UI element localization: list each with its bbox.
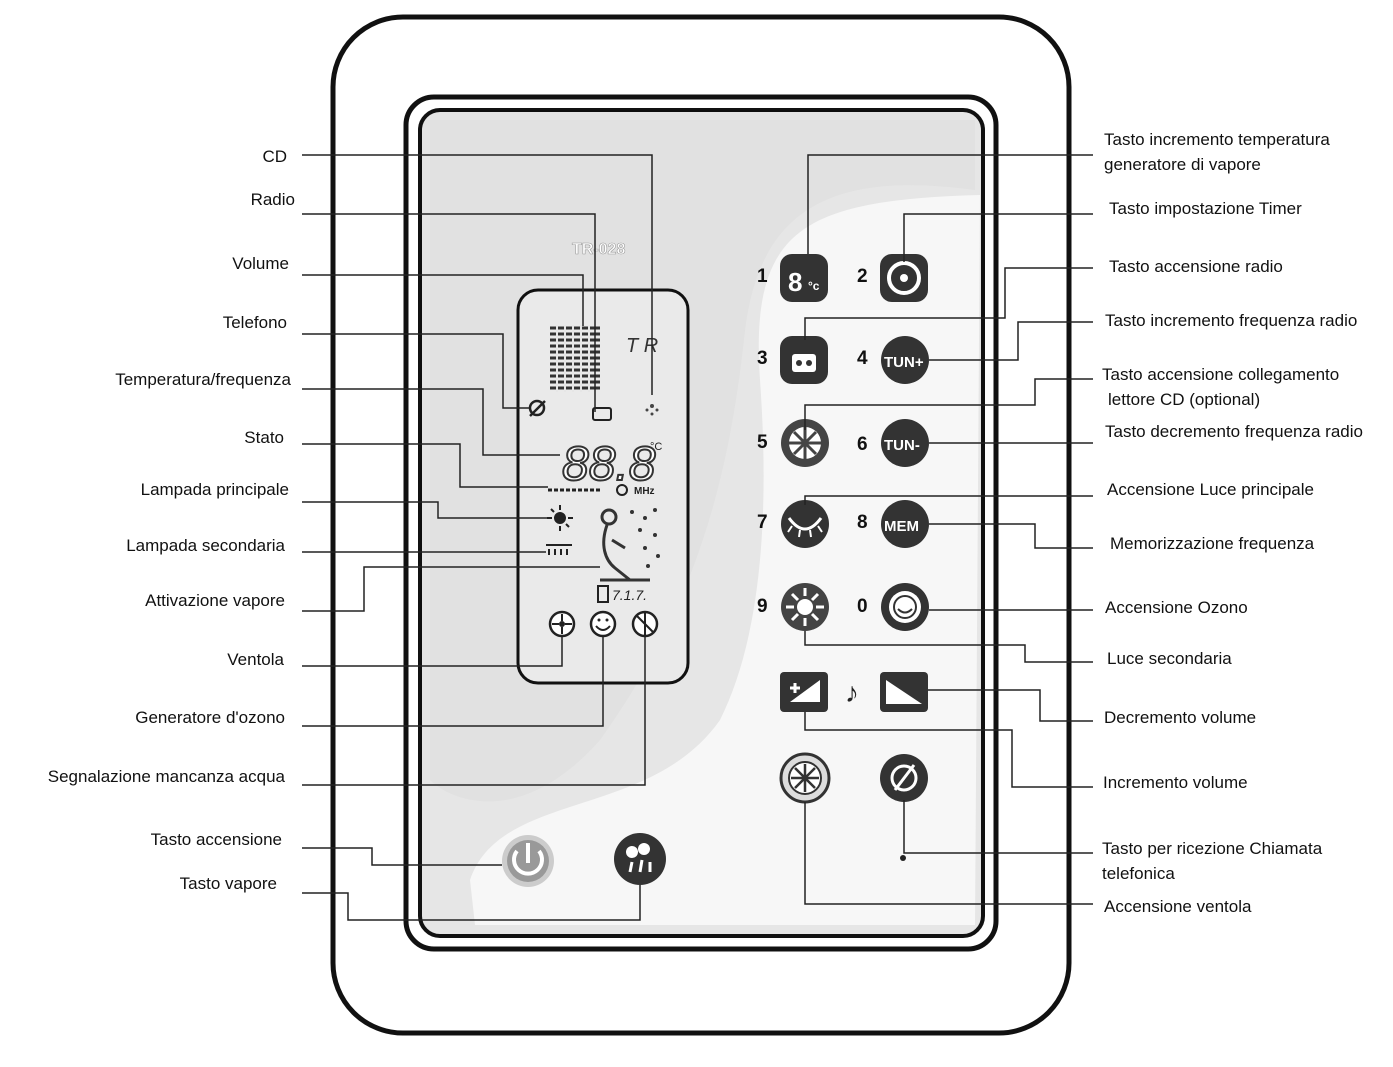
- radio-on-button[interactable]: [780, 336, 828, 384]
- main-lamp-lcd-icon: [547, 505, 573, 531]
- key-number-8: 8: [857, 512, 868, 533]
- label-volume: Volume: [232, 254, 289, 273]
- key-number-9: 9: [757, 596, 768, 617]
- cd-button[interactable]: [781, 419, 829, 467]
- label-memorizzazione: Memorizzazione frequenza: [1110, 534, 1315, 553]
- svg-text:TUN+: TUN+: [884, 354, 924, 371]
- label-timer: Tasto impostazione Timer: [1109, 199, 1302, 218]
- svg-text:TUN-: TUN-: [884, 437, 920, 454]
- water-lcd-icon: 7.1.7.: [597, 585, 647, 603]
- label-phone-line1: Tasto per ricezione Chiamata: [1102, 839, 1323, 858]
- ozone-button[interactable]: [881, 583, 929, 631]
- timer-button[interactable]: [880, 254, 928, 302]
- label-stato: Stato: [244, 428, 284, 447]
- power-button[interactable]: [502, 835, 554, 887]
- music-note-icon: ♪: [845, 677, 859, 708]
- label-ventola-on: Accensione ventola: [1104, 897, 1252, 916]
- freq-down-button[interactable]: TUN-: [881, 419, 929, 467]
- volume-down-button[interactable]: [880, 672, 928, 712]
- steam-dots: [630, 508, 660, 568]
- label-cd: CD: [262, 147, 287, 166]
- label-generatore-ozono: Generatore d'ozono: [135, 708, 285, 727]
- label-luce-principale: Accensione Luce principale: [1107, 480, 1314, 499]
- model-text: TR-028: [572, 241, 625, 258]
- fan-lcd-icon: [548, 610, 576, 638]
- memory-button[interactable]: MEM: [881, 500, 929, 548]
- left-leader-lines: [302, 154, 653, 921]
- main-light-button[interactable]: [781, 500, 829, 548]
- label-freq-down: Tasto decremento frequenza radio: [1105, 422, 1363, 441]
- key-number-7: 7: [757, 512, 768, 533]
- label-cd-line1: Tasto accensione collegamento: [1102, 365, 1340, 384]
- key-number-5: 5: [757, 432, 768, 453]
- secondary-lamp-lcd-icon: [546, 544, 572, 555]
- steam-button[interactable]: [614, 833, 666, 885]
- lcd-digits: 88.8: [562, 438, 656, 491]
- svg-text:7.1.7.: 7.1.7.: [612, 587, 647, 603]
- phone-button[interactable]: [880, 754, 928, 802]
- label-radio: Radio: [250, 190, 295, 209]
- secondary-light-button[interactable]: [781, 583, 829, 631]
- label-segnalazione-acqua: Segnalazione mancanza acqua: [47, 767, 285, 786]
- bather-icon: [600, 508, 650, 582]
- label-telefono: Telefono: [222, 313, 287, 332]
- temp-up-button[interactable]: 8 °c: [780, 254, 828, 302]
- volume-up-button[interactable]: [780, 672, 828, 712]
- radio-lcd-icon: [592, 407, 612, 421]
- key-number-4: 4: [857, 348, 868, 369]
- label-lampada-secondaria: Lampada secondaria: [126, 536, 285, 555]
- svg-text:°c: °c: [808, 279, 820, 293]
- svg-text:8: 8: [788, 267, 802, 297]
- brand-logo: T R: [626, 335, 658, 357]
- label-ventola: Ventola: [227, 650, 284, 669]
- label-temp-up-line1: Tasto incremento temperatura: [1104, 130, 1330, 149]
- volume-bars-icon: [550, 326, 600, 390]
- ozone-lcd-icon: [589, 610, 617, 638]
- label-tasto-vapore: Tasto vapore: [179, 874, 277, 893]
- label-luce-secondaria: Luce secondaria: [1107, 649, 1232, 668]
- water-warning-lcd-icon: [631, 610, 659, 638]
- key-number-1: 1: [757, 266, 768, 287]
- lcd-unit-mhz: MHz: [634, 486, 655, 497]
- label-tasto-accensione: Tasto accensione: [150, 830, 282, 849]
- label-vol-down: Decremento volume: [1104, 708, 1257, 727]
- label-vol-up: Incremento volume: [1103, 773, 1248, 792]
- key-number-6: 6: [857, 434, 868, 455]
- label-freq-up: Tasto incremento frequenza radio: [1105, 311, 1358, 330]
- freq-up-button[interactable]: TUN+: [881, 336, 929, 384]
- label-phone-line2: telefonica: [1102, 864, 1175, 883]
- key-number-3: 3: [757, 348, 768, 369]
- label-ozono: Accensione Ozono: [1105, 598, 1248, 617]
- key-number-2: 2: [857, 266, 868, 287]
- label-attivazione-vapore: Attivazione vapore: [145, 591, 285, 610]
- lcd-unit-celsius: °C: [650, 441, 662, 453]
- key-number-0: 0: [857, 596, 868, 617]
- svg-text:MEM: MEM: [884, 518, 919, 535]
- fan-button[interactable]: [779, 752, 831, 804]
- label-lampada-principale: Lampada principale: [140, 480, 289, 499]
- cd-lcd-icon: [645, 404, 659, 416]
- label-radio-on: Tasto accensione radio: [1109, 257, 1283, 276]
- panel-wave: [470, 195, 980, 925]
- status-row: MHz: [548, 484, 655, 497]
- label-cd-line2: lettore CD (optional): [1108, 390, 1261, 409]
- right-leader-lines: [804, 154, 1093, 905]
- label-temperatura-frequenza: Temperatura/frequenza: [115, 370, 291, 389]
- phone-mic-dot: [900, 855, 906, 861]
- label-temp-up-line2: generatore di vapore: [1104, 155, 1261, 174]
